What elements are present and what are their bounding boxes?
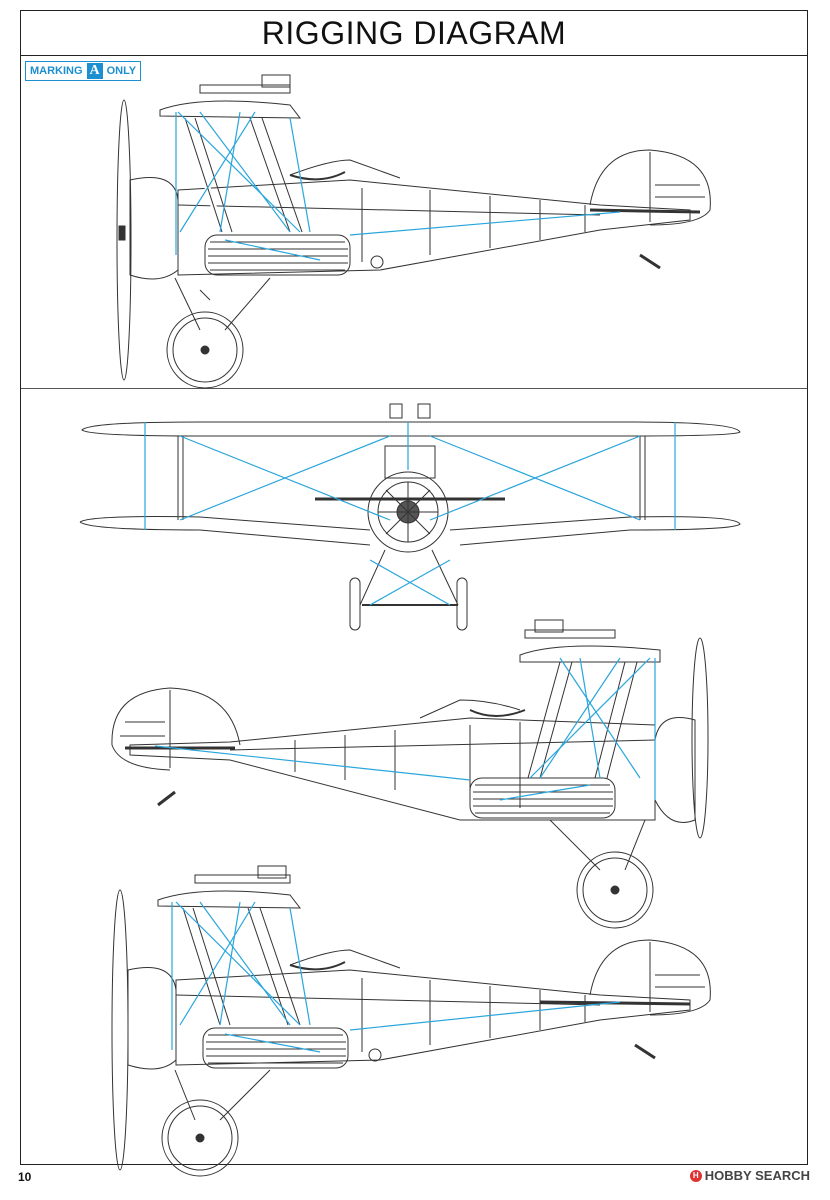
lower-wing-right xyxy=(469,777,616,819)
tail-fin xyxy=(589,149,711,226)
rigging-lines-top xyxy=(175,111,621,261)
watermark: H HOBBY SEARCH xyxy=(689,1168,810,1183)
section-divider xyxy=(21,388,807,389)
cabane xyxy=(384,445,436,479)
diagram-frame: RIGGING DIAGRAM MARKING A ONLY xyxy=(20,10,808,1165)
tail-fin-bottom xyxy=(589,939,711,1016)
wheel-bottom xyxy=(161,1099,239,1177)
wheel-right xyxy=(576,851,654,929)
lower-wing-bottom xyxy=(202,1027,349,1069)
wheel xyxy=(166,311,244,389)
page-number: 10 xyxy=(18,1170,32,1184)
title-bar: RIGGING DIAGRAM xyxy=(21,11,807,56)
marking-badge-prefix: MARKING xyxy=(30,65,83,77)
watermark-text: HOBBY SEARCH xyxy=(704,1168,810,1183)
fuselage-right xyxy=(129,717,656,821)
watermark-logo-icon: H xyxy=(689,1169,702,1182)
engine-cowling-bottom xyxy=(127,967,177,1070)
marking-badge-letter: A xyxy=(86,63,103,79)
rigging-lines-right xyxy=(154,657,656,801)
page-title: RIGGING DIAGRAM xyxy=(261,14,567,51)
rigging-lines-front xyxy=(144,422,676,606)
front-upper-wing xyxy=(81,421,741,437)
rigging-lines-bottom xyxy=(171,901,621,1053)
engine-front xyxy=(367,471,449,553)
propeller-right xyxy=(691,637,709,839)
marking-badge: MARKING A ONLY xyxy=(25,61,142,81)
upper-wing-bottom xyxy=(157,890,302,909)
propeller-bottom xyxy=(111,889,129,1171)
tail-fin-right xyxy=(111,687,241,771)
marking-badge-suffix: ONLY xyxy=(106,65,137,77)
propeller xyxy=(116,99,132,381)
upper-wing-right xyxy=(519,645,661,663)
fuselage-bottom xyxy=(175,969,691,1066)
upper-wing xyxy=(159,100,302,119)
lower-wing xyxy=(204,234,351,276)
fuselage xyxy=(177,179,691,276)
